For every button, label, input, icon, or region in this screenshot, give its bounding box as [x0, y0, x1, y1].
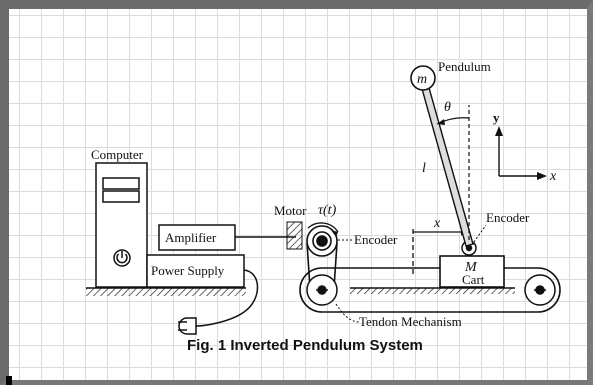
pendulum-mass-label: m [417, 72, 427, 87]
motor-mount [286, 221, 303, 250]
amplifier-label: Amplifier [165, 230, 217, 245]
right-pulley [524, 274, 556, 306]
left-pulley [306, 274, 338, 306]
cart-mass-label: M [464, 260, 478, 275]
x-axis-label: x [549, 169, 557, 184]
tendon-label: Tendon Mechanism [359, 314, 462, 329]
torque-arrowhead [331, 230, 338, 237]
power-supply-label: Power Supply [151, 263, 225, 278]
y-axis-label: y [493, 110, 500, 125]
cart-body [439, 255, 505, 288]
power-plug-icon [178, 317, 197, 335]
cart-encoder-label: Encoder [486, 210, 530, 225]
corner-marker [6, 376, 12, 385]
wiring [195, 236, 296, 327]
pendulum-label: Pendulum [438, 59, 491, 74]
coordinate-axes [498, 130, 541, 177]
rail-hatch [350, 288, 515, 294]
motor-label: Motor [274, 203, 307, 218]
theta-label: θ [444, 100, 451, 115]
torque-arrow [307, 222, 339, 233]
computer-tower [95, 162, 148, 288]
y-axis-arrowhead [495, 126, 503, 136]
length-label: l [422, 161, 426, 176]
ground-hatch-left [86, 288, 246, 296]
computer-label: Computer [91, 147, 144, 162]
pendulum-mass [410, 65, 436, 91]
cart-label: Cart [462, 272, 485, 287]
figure-caption: Fig. 1 Inverted Pendulum System [187, 337, 423, 354]
position-label: x [433, 216, 441, 231]
torque-label: τ(t) [318, 203, 337, 218]
x-axis-arrowhead [537, 172, 547, 180]
motor-encoder-label: Encoder [354, 232, 398, 247]
power-supply-box [146, 254, 245, 288]
motor-pulley [306, 225, 338, 257]
amplifier-box [158, 224, 236, 251]
tendon-leader-line [335, 303, 361, 323]
